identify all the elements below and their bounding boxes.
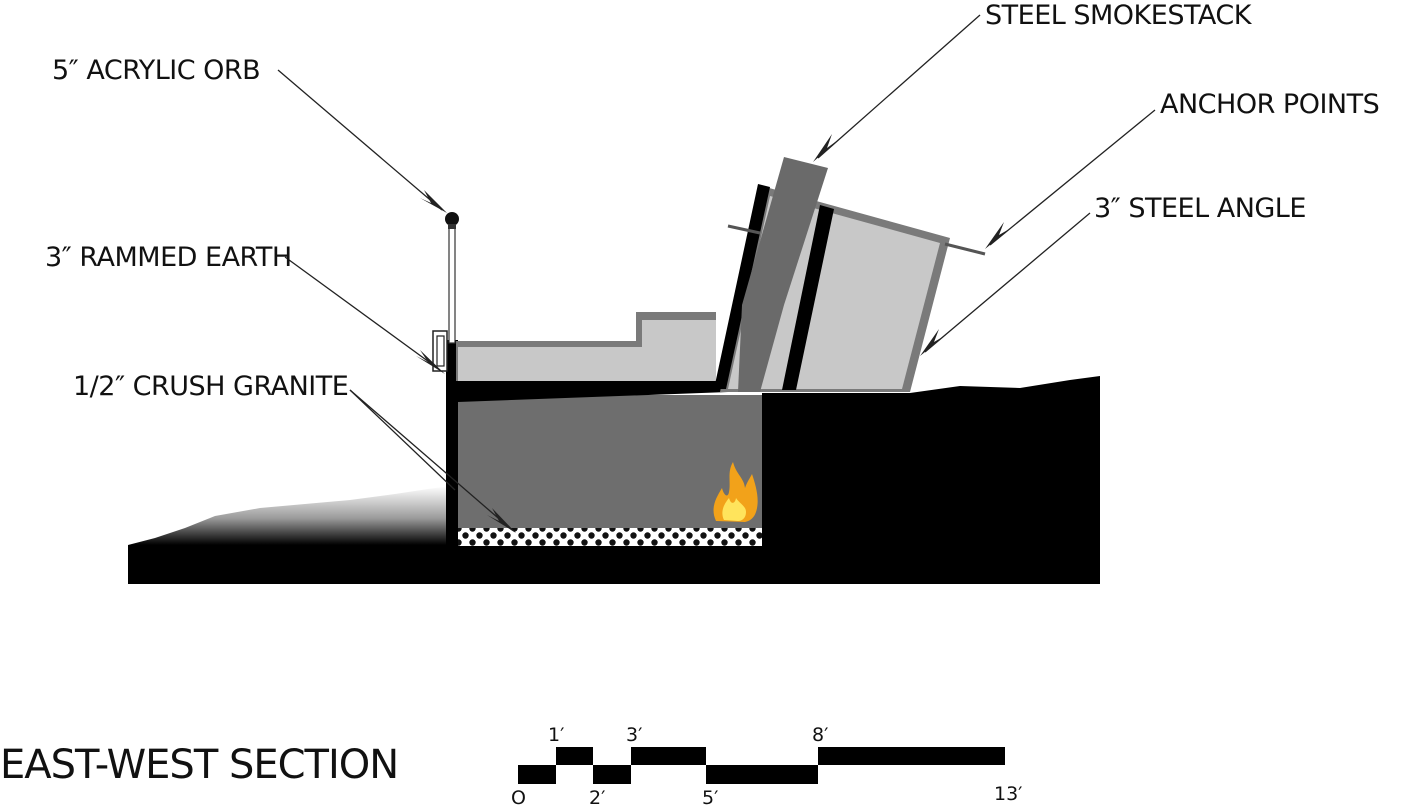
label-crush-granite: 1/2″ CRUSH GRANITE	[73, 371, 348, 402]
scale-seg-1-2	[556, 747, 593, 765]
leader-anchor-points	[985, 109, 1156, 249]
leader-rammed-earth-base	[349, 389, 456, 491]
scale-tick-8: 8′	[812, 724, 828, 746]
scale-tick-2: 2′	[589, 787, 605, 809]
oven-roof-slab	[458, 381, 728, 402]
scale-tick-3: 3′	[626, 724, 642, 746]
label-rammed-earth: 3″ RAMMED EARTH	[45, 242, 292, 273]
inclined-black-band	[714, 184, 770, 389]
anchor-rod-left	[727, 224, 761, 235]
rammed-earth-wall	[446, 340, 458, 548]
scale-tick-1: 1′	[548, 724, 564, 746]
right-ground-mass	[762, 376, 1100, 584]
leader-steel-angle	[920, 212, 1091, 356]
fire-icon	[713, 462, 758, 522]
leader-acrylic-orb	[277, 69, 447, 213]
scale-tick-5: 5′	[702, 787, 718, 809]
scale-seg-5-8	[706, 765, 818, 784]
scale-tick-0: O	[511, 787, 526, 809]
steel-smokestack	[742, 157, 828, 305]
label-steel-angle: 3″ STEEL ANGLE	[1094, 193, 1306, 224]
scale-seg-3-5	[631, 747, 706, 765]
scale-seg-2-3	[593, 765, 631, 784]
label-acrylic-orb: 5″ ACRYLIC ORB	[52, 55, 260, 86]
label-anchor-points: ANCHOR POINTS	[1160, 89, 1379, 120]
section-title: EAST-WEST SECTION	[0, 742, 398, 788]
post-bracket-inner	[436, 335, 445, 367]
scale-seg-8-13	[818, 747, 1005, 765]
left-ground-mound	[128, 486, 450, 545]
leader-crush-granite	[349, 389, 516, 533]
orb-post	[448, 227, 456, 344]
crush-granite-layer	[458, 528, 762, 546]
scale-bar: O 1′ 2′ 3′ 5′ 8′ 13′	[511, 724, 1023, 809]
label-steel-smokestack: STEEL SMOKESTACK	[985, 0, 1253, 31]
orb-collar	[448, 224, 456, 229]
leader-steel-smokestack	[813, 14, 981, 162]
scale-tick-13: 13′	[994, 783, 1023, 805]
scale-seg-0-1	[518, 765, 556, 784]
planter-fill	[458, 320, 716, 381]
smokestack-lower	[738, 305, 784, 392]
leader-rammed-earth	[284, 256, 445, 374]
acrylic-orb	[445, 212, 459, 226]
oven-chamber	[458, 395, 762, 530]
anchor-rod-right	[944, 242, 986, 256]
inclined-black-band-right	[782, 205, 834, 390]
